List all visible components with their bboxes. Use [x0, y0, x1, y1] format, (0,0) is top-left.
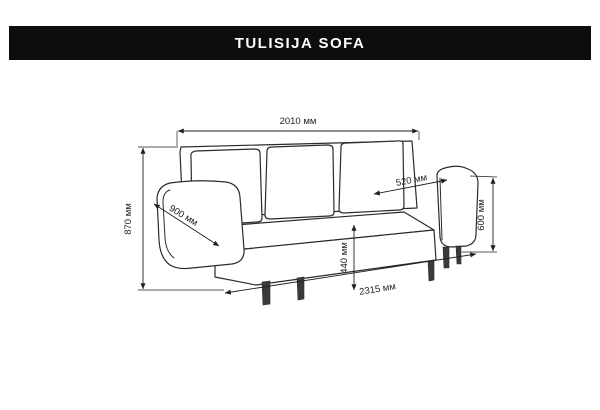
dim-arm-height: 600 мм: [462, 175, 498, 253]
dim-arm-height-label: 600 мм: [476, 199, 487, 231]
dim-overall-width-label: 2315 мм: [359, 281, 397, 298]
dim-overall-height: 870 мм: [123, 146, 224, 291]
dim-seat-height-label: 440 мм: [339, 242, 350, 274]
dim-overall-width-line: [224, 252, 477, 295]
sofa-front-left-leg: [261, 280, 271, 306]
dim-overall-height-label: 870 мм: [123, 203, 134, 235]
dim-seat-depth-line: [373, 178, 448, 196]
sofa-illustration: [156, 140, 479, 306]
sofa-back-cushion-right: [338, 140, 405, 214]
dim-depth-line: [153, 203, 220, 247]
sofa-back-cushion-middle: [264, 144, 335, 220]
sofa-left-arm: [156, 180, 245, 270]
sofa-right-arm-leg-front: [442, 246, 450, 269]
dim-arm-height-ext-top: [469, 175, 498, 178]
sofa-right-arm: [436, 165, 479, 248]
page-title: TULISIJA SOFA: [234, 34, 366, 52]
dimension-annotations: 2010 мм 870 мм 900 мм 520 мм: [123, 116, 498, 298]
sofa-right-arm-leg-back: [455, 245, 462, 265]
dim-top-width-label: 2010 мм: [280, 116, 317, 127]
dim-top-width: 2010 мм: [176, 116, 420, 146]
title-bar: TULISIJA SOFA: [9, 26, 591, 60]
sofa-front-right-leg: [427, 259, 435, 282]
